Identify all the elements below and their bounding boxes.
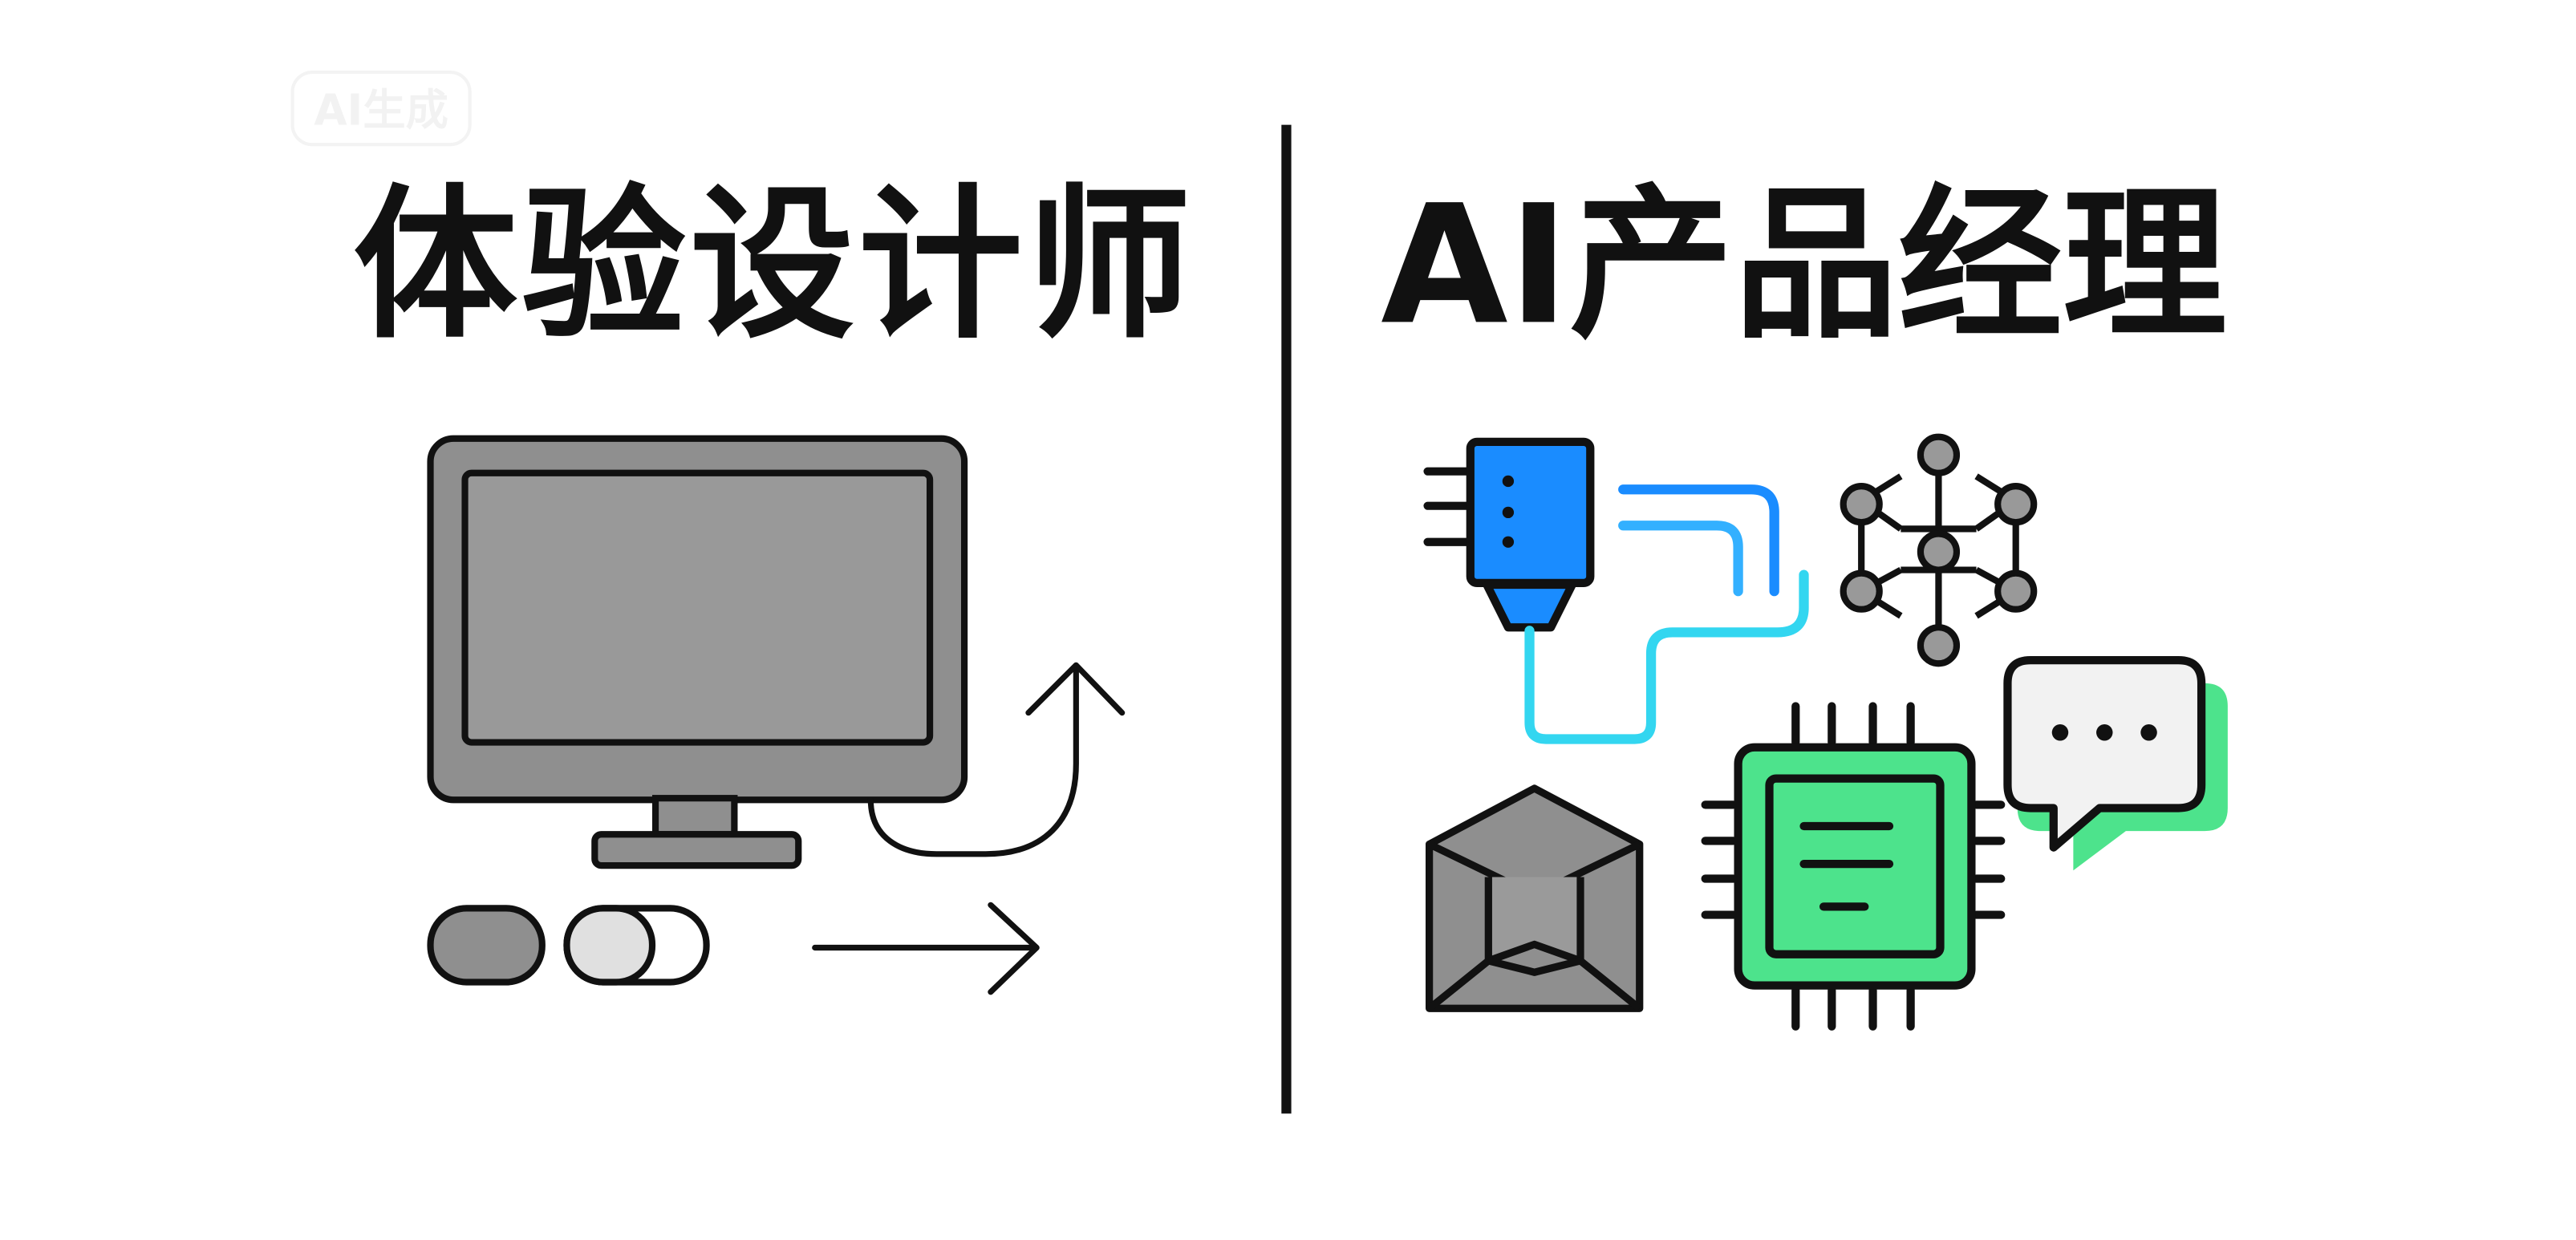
chat-bubble-icon	[2003, 656, 2228, 871]
curved-arrow-icon	[867, 662, 1126, 857]
chip-icon	[1701, 702, 2006, 1031]
stylus-icon	[1423, 437, 1809, 744]
watermark: AI生成	[290, 71, 472, 147]
cube-icon	[1426, 784, 1644, 1012]
neural-network-icon	[1840, 433, 2038, 667]
monitor-icon	[427, 435, 968, 869]
toggle-icon	[427, 905, 710, 986]
left-title: 体验设计师	[353, 170, 1191, 361]
right-arrow-icon	[812, 902, 1040, 995]
right-title: AI产品经理	[1381, 170, 2227, 361]
watermark-text: AI生成	[314, 86, 448, 136]
